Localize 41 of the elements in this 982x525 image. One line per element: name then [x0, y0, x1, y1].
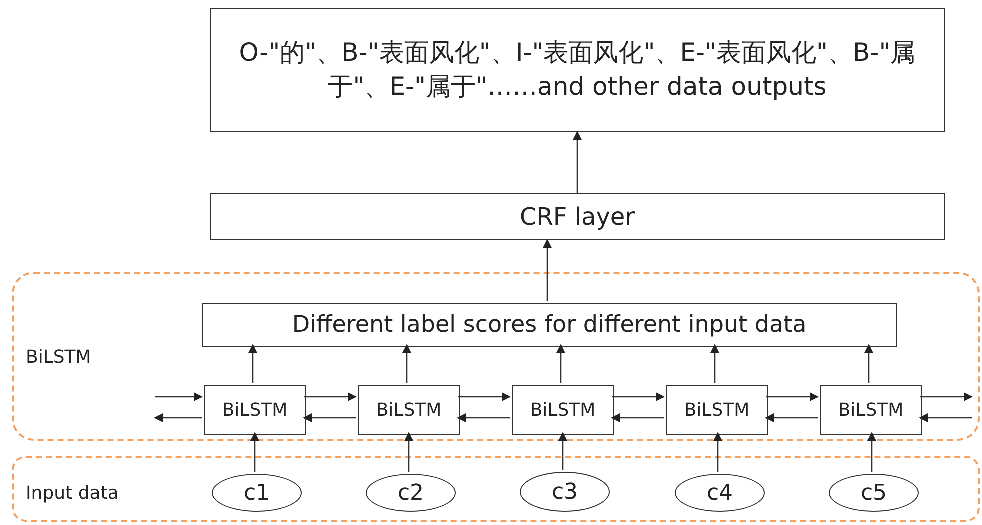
output-box: O-"的"、B-"表面风化"、I-"表面风化"、E-"表面风化"、B-"属于"、E-"属于"……and other data outputs — [210, 8, 945, 132]
bilstm-cell: BiLSTM — [204, 385, 306, 435]
arrow — [304, 392, 357, 402]
arrow — [765, 413, 818, 423]
arrow — [867, 432, 877, 472]
arrow — [402, 344, 412, 383]
arrow — [864, 344, 874, 383]
input-ellipse: c3 — [520, 472, 610, 512]
arrow — [458, 392, 511, 402]
arrow — [766, 392, 819, 402]
input-ellipse: c1 — [212, 474, 302, 512]
arrow — [572, 131, 582, 193]
arrow — [404, 432, 414, 472]
arrow — [303, 413, 356, 423]
bilstm-cell: BiLSTM — [820, 385, 922, 435]
crf-layer-box: CRF layer — [210, 193, 945, 240]
input-ellipse: c5 — [829, 474, 919, 512]
arrow — [920, 392, 973, 402]
label-scores-box: Different label scores for different input data — [202, 303, 897, 347]
bilstm-group — [12, 272, 980, 441]
arrow — [155, 392, 203, 402]
bilstm-cell: BiLSTM — [666, 385, 768, 435]
input-ellipse: c4 — [675, 474, 765, 512]
arrow — [248, 344, 258, 383]
arrow — [612, 392, 665, 402]
arrow — [558, 432, 568, 470]
arrow — [556, 344, 566, 383]
arrow — [457, 413, 510, 423]
arrow — [250, 432, 260, 472]
bilstm-cell: BiLSTM — [358, 385, 460, 435]
arrow — [919, 413, 972, 423]
arrow — [154, 413, 202, 423]
arrow — [713, 432, 723, 472]
bilstm-cell: BiLSTM — [512, 385, 614, 435]
arrow — [542, 239, 552, 301]
group-label: BiLSTM — [26, 346, 92, 370]
group-label: Input data — [26, 482, 119, 506]
arrow — [710, 344, 720, 383]
arrow — [611, 413, 664, 423]
input-ellipse: c2 — [366, 474, 456, 512]
input-data-group — [12, 456, 980, 522]
